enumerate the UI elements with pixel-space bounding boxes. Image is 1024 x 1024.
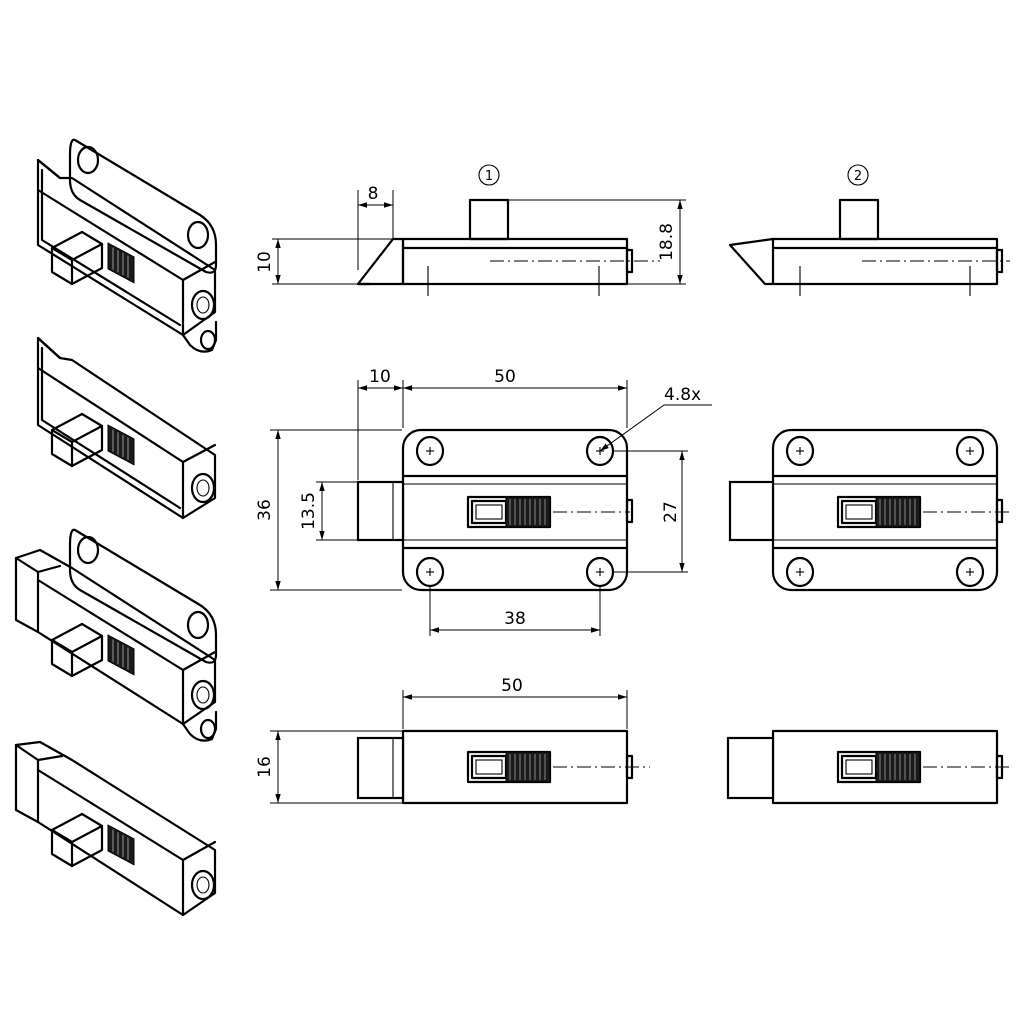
variant-1-label: 1	[485, 169, 493, 184]
dim-8: 8	[368, 184, 379, 204]
dim-50-front: 50	[494, 367, 516, 387]
iso-view-3	[14, 528, 218, 742]
dim-13-5: 13.5	[299, 492, 319, 530]
bottom-view-1: 50 16	[255, 676, 650, 805]
front-view-1: 10 50 4.8x 36 13.5 27 38	[255, 367, 712, 636]
dim-16: 16	[255, 756, 275, 778]
dim-27: 27	[661, 501, 681, 523]
dim-38: 38	[504, 609, 526, 629]
front-view-2	[728, 428, 1010, 592]
dim-50-bottom: 50	[501, 676, 523, 696]
side-view-1: 1 8 10 18.8	[255, 164, 686, 296]
bottom-view-2	[726, 729, 1012, 805]
iso-view-4	[14, 740, 217, 917]
variant-2-label: 2	[854, 169, 862, 184]
side-view-2: 2	[728, 164, 1010, 296]
dim-36: 36	[255, 499, 275, 521]
dim-18-8: 18.8	[657, 223, 677, 261]
dim-10-side: 10	[255, 251, 275, 273]
iso-view-1	[36, 138, 218, 353]
iso-view-2	[36, 336, 217, 520]
dim-10-front: 10	[369, 367, 391, 387]
dim-hole: 4.8x	[664, 385, 701, 405]
